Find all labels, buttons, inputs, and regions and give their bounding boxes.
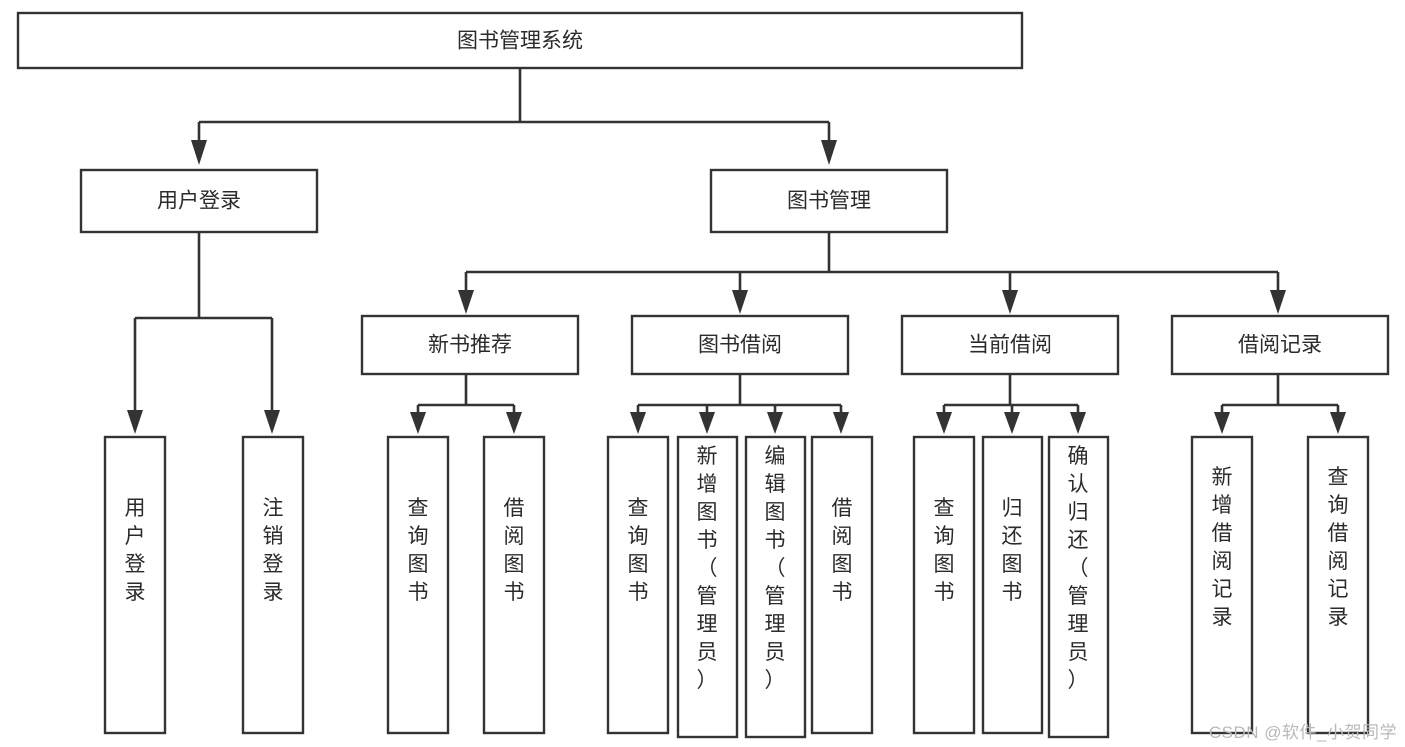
arrowhead-book-borrow	[732, 290, 748, 314]
arrowhead-confirm-return	[1070, 412, 1086, 434]
node-leaf-add-book-label: 新增图书（管理员）	[697, 445, 718, 692]
node-leaf-borrow-book-2-label: 借阅图书	[832, 497, 853, 604]
node-new-book-rec-box[interactable]	[360, 314, 580, 376]
node-leaf-query-record-label: 查询借阅记录	[1328, 466, 1349, 629]
arrowhead-query-book-2	[630, 412, 646, 434]
node-leaf-query-book-2-box[interactable]	[606, 435, 670, 735]
node-root-label: 图书管理系统	[457, 30, 583, 53]
node-leaf-user-login-box[interactable]	[103, 435, 167, 735]
node-new-book-rec-label: 新书推荐	[428, 334, 512, 357]
connector-group-book-manage	[458, 232, 1286, 314]
arrowhead-current-borrow	[1002, 290, 1018, 314]
node-leaf-return-book-label: 归还图书	[1002, 497, 1023, 604]
node-leaf-logout[interactable]: 注销登录	[241, 435, 305, 735]
node-book-manage[interactable]: 图书管理	[709, 168, 949, 234]
node-current-borrow-box[interactable]	[900, 314, 1120, 376]
node-leaf-borrow-book-1[interactable]: 借阅图书	[482, 435, 546, 735]
arrowhead-borrow-record	[1270, 290, 1286, 314]
node-leaf-query-book-3-label: 查询图书	[934, 497, 955, 604]
node-leaf-edit-book-label: 编辑图书（管理员）	[765, 445, 786, 692]
connector-group-root	[191, 68, 837, 165]
node-new-book-rec[interactable]: 新书推荐	[360, 314, 580, 376]
arrowhead-return-book	[1004, 412, 1020, 434]
node-book-manage-box[interactable]	[709, 168, 949, 234]
node-leaf-user-login-label: 用户登录	[125, 497, 146, 604]
arrowhead-query-record	[1330, 412, 1346, 434]
node-leaf-confirm-return[interactable]: 确认归还（管理员）	[1047, 435, 1110, 739]
node-root[interactable]: 图书管理系统	[16, 11, 1024, 70]
node-book-manage-label: 图书管理	[787, 190, 871, 213]
node-leaf-logout-label: 注销登录	[263, 497, 284, 604]
node-leaf-borrow-book-1-box[interactable]	[482, 435, 546, 735]
arrowhead-borrow-book-1	[506, 412, 522, 434]
arrowhead-book-manage	[821, 140, 837, 165]
node-current-borrow-label: 当前借阅	[968, 334, 1052, 357]
node-leaf-user-login[interactable]: 用户登录	[103, 435, 167, 735]
connector-group-new-book-rec	[410, 374, 522, 434]
node-leaf-borrow-book-2-box[interactable]	[810, 435, 874, 735]
arrowhead-add-book	[699, 412, 715, 434]
node-leaf-logout-box[interactable]	[241, 435, 305, 735]
node-leaf-query-book-3-box[interactable]	[912, 435, 976, 735]
connector-group-book-borrow	[630, 374, 849, 434]
node-leaf-add-book-box[interactable]	[676, 435, 739, 739]
arrowhead-leaf-logout	[264, 410, 280, 434]
node-borrow-record[interactable]: 借阅记录	[1170, 314, 1390, 376]
node-leaf-borrow-book-1-label: 借阅图书	[504, 497, 525, 604]
node-leaf-return-book-box[interactable]	[981, 435, 1044, 735]
node-leaf-query-record[interactable]: 查询借阅记录	[1306, 435, 1370, 735]
node-leaf-query-book-1-label: 查询图书	[408, 497, 429, 604]
node-leaf-edit-book-box[interactable]	[744, 435, 807, 739]
node-user-login-box[interactable]	[79, 168, 319, 234]
node-user-login[interactable]: 用户登录	[79, 168, 319, 234]
arrowhead-query-book-1	[410, 412, 426, 434]
node-leaf-confirm-return-label: 确认归还（管理员）	[1068, 445, 1089, 692]
node-leaf-query-book-3[interactable]: 查询图书	[912, 435, 976, 735]
arrowhead-user-login	[191, 140, 207, 165]
connector-group-user-login	[127, 232, 280, 434]
node-leaf-query-book-1[interactable]: 查询图书	[386, 435, 450, 735]
arrowhead-borrow-book-2	[833, 412, 849, 434]
node-borrow-record-box[interactable]	[1170, 314, 1390, 376]
arrowhead-query-book-3	[936, 412, 952, 434]
node-leaf-query-book-1-box[interactable]	[386, 435, 450, 735]
node-leaf-query-book-2-label: 查询图书	[628, 497, 649, 604]
node-leaf-edit-book[interactable]: 编辑图书（管理员）	[744, 435, 807, 739]
node-leaf-borrow-book-2[interactable]: 借阅图书	[810, 435, 874, 735]
node-leaf-confirm-return-box[interactable]	[1047, 435, 1110, 739]
node-leaf-query-book-2[interactable]: 查询图书	[606, 435, 670, 735]
arrowhead-add-record	[1214, 412, 1230, 434]
node-leaf-add-record-label: 新增借阅记录	[1212, 466, 1233, 629]
node-user-login-label: 用户登录	[157, 190, 241, 213]
connector-group-borrow-record	[1214, 374, 1346, 434]
node-book-borrow-box[interactable]	[630, 314, 850, 376]
arrowhead-new-book-rec	[458, 290, 474, 314]
node-leaf-add-book[interactable]: 新增图书（管理员）	[676, 435, 739, 739]
node-root-box[interactable]	[16, 11, 1024, 70]
node-borrow-record-label: 借阅记录	[1238, 334, 1322, 357]
node-leaf-return-book[interactable]: 归还图书	[981, 435, 1044, 735]
node-leaf-add-record-box[interactable]	[1190, 435, 1254, 735]
node-book-borrow[interactable]: 图书借阅	[630, 314, 850, 376]
node-leaf-query-record-box[interactable]	[1306, 435, 1370, 735]
connector-group-current-borrow	[936, 374, 1086, 434]
node-book-borrow-label: 图书借阅	[698, 334, 782, 357]
arrowhead-edit-book	[767, 412, 783, 434]
arrowhead-leaf-user-login	[127, 410, 143, 434]
node-current-borrow[interactable]: 当前借阅	[900, 314, 1120, 376]
node-leaf-add-record[interactable]: 新增借阅记录	[1190, 435, 1254, 735]
